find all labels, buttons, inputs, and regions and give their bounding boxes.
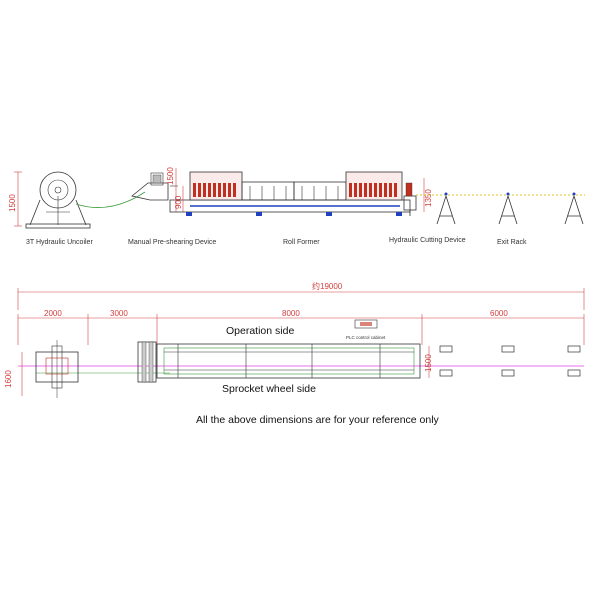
plan-view: 约19000 2000 3000 8000 6000: [4, 281, 585, 398]
segment-uncoiler: 2000: [44, 309, 62, 318]
plc-control-cabinet: PLC control cabinet: [346, 319, 386, 340]
uncoiler-plan: 1600: [4, 340, 79, 398]
segment-roll-former: 8000: [282, 309, 300, 318]
roll-former-label: Roll Former: [283, 239, 320, 246]
cutting-label: Hydraulic Cutting Device: [389, 237, 466, 244]
sprocket-side-label: Sprocket wheel side: [222, 383, 316, 395]
total-length-label: 约19000: [312, 281, 343, 291]
exit-rack: [416, 192, 585, 225]
uncoiler-label: 3T Hydraulic Uncoiler: [26, 239, 93, 246]
hydraulic-uncoiler: [25, 171, 146, 229]
operation-side-label: Operation side: [226, 325, 294, 337]
plc-label: PLC control cabinet: [346, 335, 386, 340]
roll-former-height-b: 900: [174, 195, 183, 209]
uncoiler-width-label: 1600: [4, 370, 13, 388]
cutting-height-label: 1350: [424, 189, 433, 207]
uncoiler-height-dim: 1500: [8, 171, 22, 227]
segment-dims: 2000 3000 8000 6000: [17, 309, 585, 345]
segment-preshear: 3000: [110, 309, 128, 318]
former-width-label: 1500: [424, 354, 433, 372]
hydraulic-cutting-device: 1350: [403, 178, 433, 216]
roll-former-plan: 1500: [156, 343, 433, 379]
segment-exit-rack: 6000: [490, 309, 508, 318]
preshear-label: Manual Pre-shearing Device: [128, 239, 216, 246]
reference-note: All the above dimensions are for your re…: [196, 414, 440, 426]
exit-rack-plan: [439, 345, 581, 377]
roll-former-height-dims: 1500 900: [166, 167, 184, 212]
roll-former: [169, 171, 411, 216]
preshear-plan: [137, 341, 157, 383]
total-length-dim: 约19000: [17, 281, 585, 310]
preshear-device: [131, 172, 169, 201]
uncoiler-height-label: 1500: [8, 194, 17, 212]
exit-rack-label: Exit Rack: [497, 239, 527, 246]
roll-former-height-a: 1500: [166, 167, 175, 185]
side-view: 1500: [8, 167, 585, 246]
gear-row: [193, 183, 397, 197]
